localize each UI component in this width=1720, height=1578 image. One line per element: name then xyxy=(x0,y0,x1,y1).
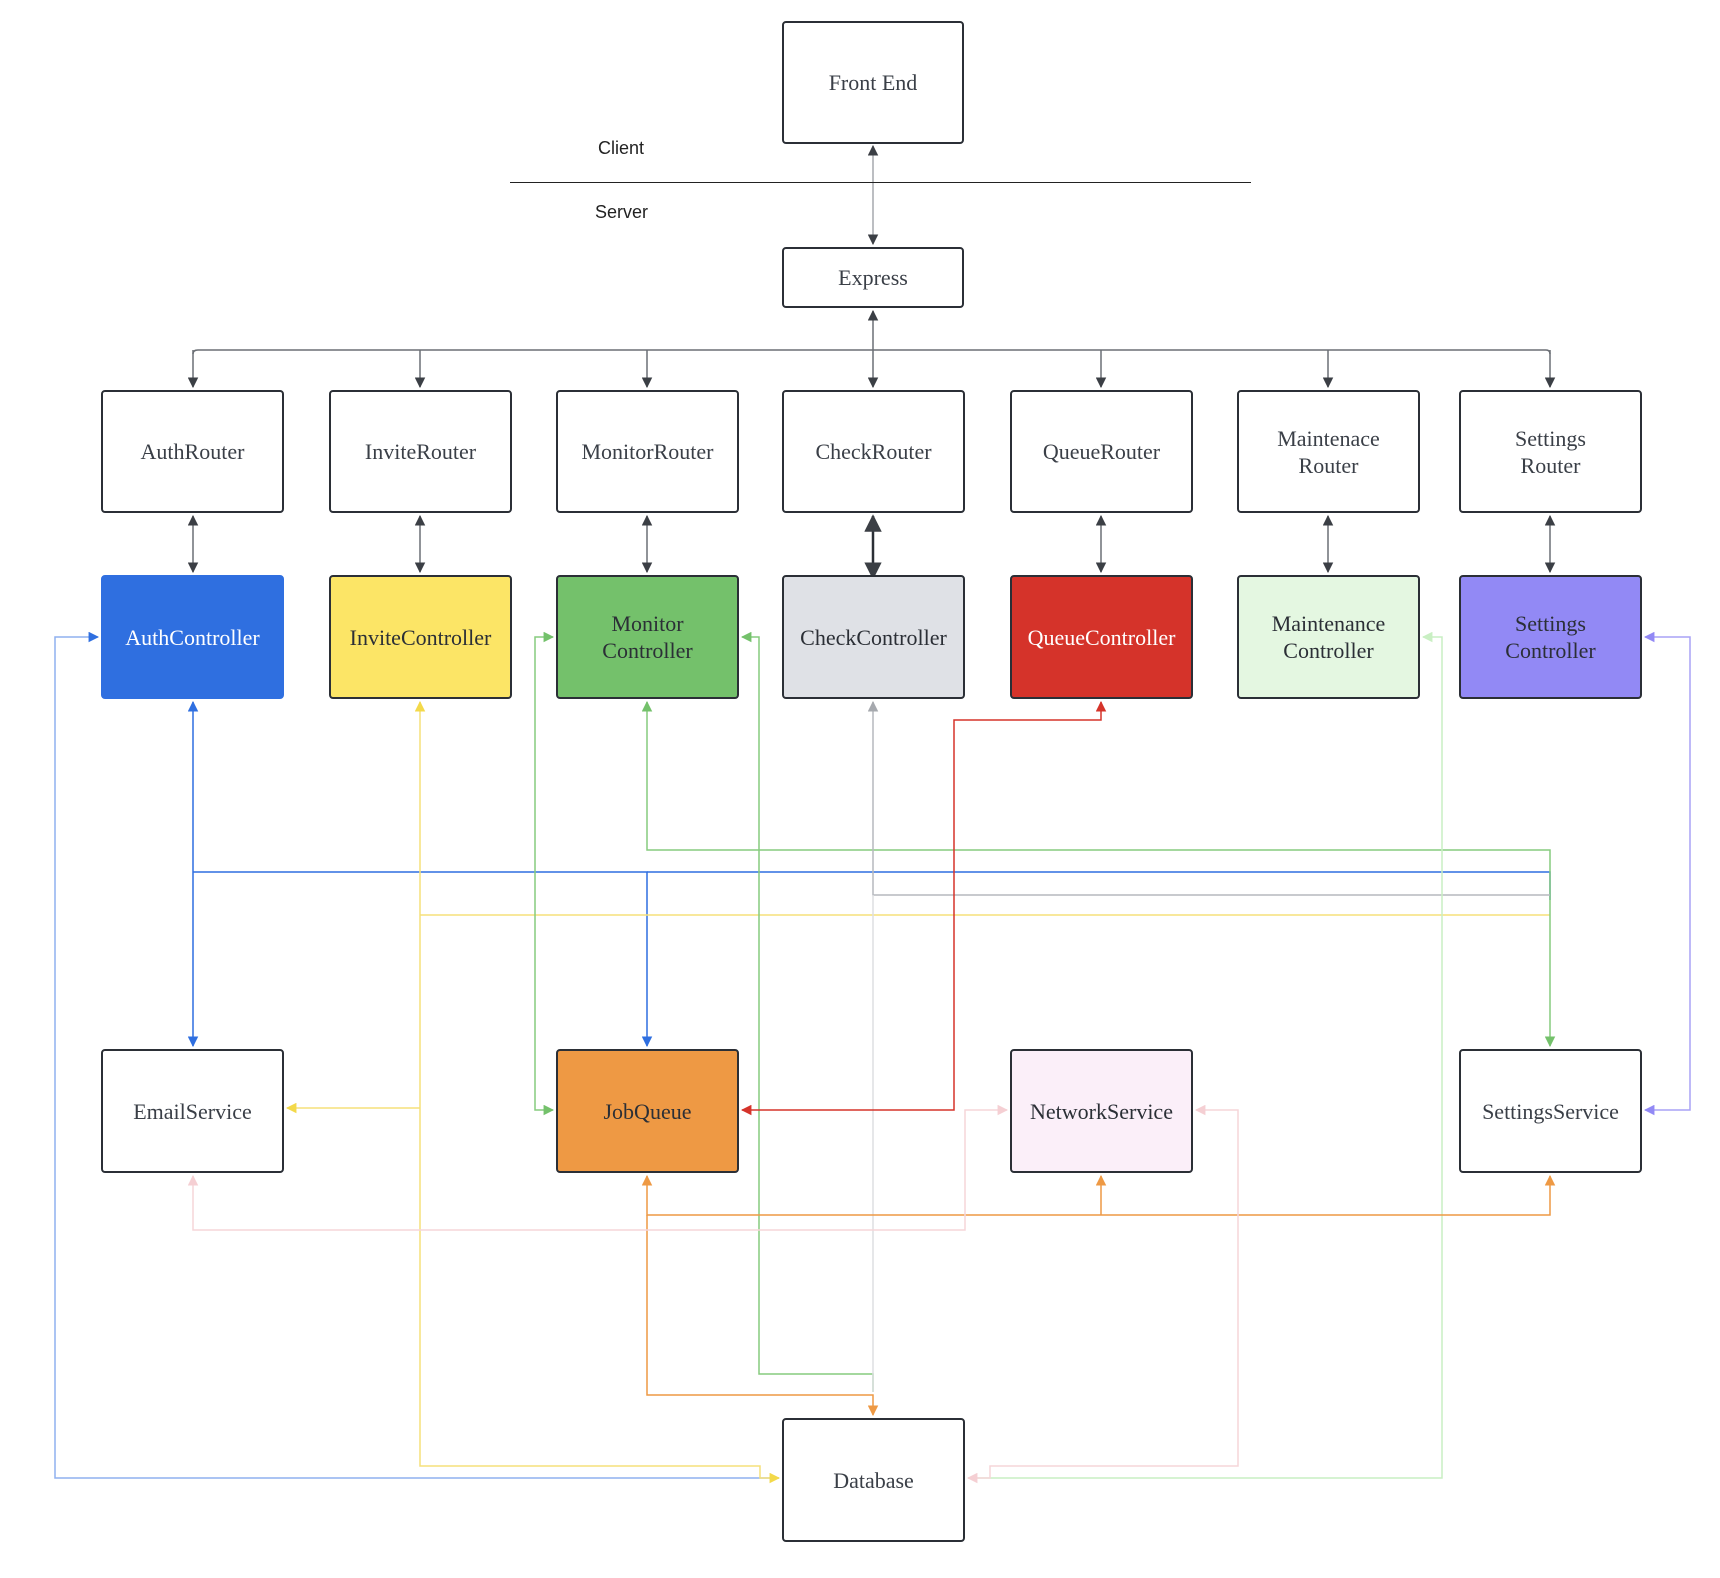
edges-invite xyxy=(285,700,1550,1484)
edges-router-controller xyxy=(187,514,1556,580)
zone-label-client: Client xyxy=(598,138,645,158)
edges-network xyxy=(187,1104,1239,1484)
node-checkcontroller: CheckController xyxy=(782,575,965,699)
node-authcontroller: AuthController xyxy=(101,575,284,699)
node-checkrouter: CheckRouter xyxy=(782,390,965,513)
node-maintenance-router: Maintenace Router xyxy=(1237,390,1420,513)
node-invitecontroller: InviteController xyxy=(329,575,512,699)
edges-jobqueue xyxy=(641,1174,1556,1417)
node-emailservice: EmailService xyxy=(101,1049,284,1173)
edges-check xyxy=(867,700,1550,1392)
edges-express-routers xyxy=(187,309,1556,389)
node-jobqueue: JobQueue xyxy=(556,1049,739,1173)
node-queuerouter: QueueRouter xyxy=(1010,390,1193,513)
node-inviterouter: InviteRouter xyxy=(329,390,512,513)
edges-monitor xyxy=(534,631,1556,1392)
node-networkservice: NetworkService xyxy=(1010,1049,1193,1173)
node-monitorrouter: MonitorRouter xyxy=(556,390,739,513)
node-settings-router: Settings Router xyxy=(1459,390,1642,513)
node-authrouter: AuthRouter xyxy=(101,390,284,513)
node-frontend: Front End xyxy=(782,21,964,144)
zone-label-server: Server xyxy=(595,202,649,222)
node-settingsservice: SettingsService xyxy=(1459,1049,1642,1173)
node-database: Database xyxy=(782,1418,965,1542)
client-server-divider xyxy=(510,182,1251,183)
node-maintenance-controller: Maintenance Controller xyxy=(1237,575,1420,699)
node-monitor-controller: Monitor Controller xyxy=(556,575,739,699)
node-settings-controller: Settings Controller xyxy=(1459,575,1642,699)
edges-settings xyxy=(1643,631,1691,1116)
node-express: Express xyxy=(782,247,964,308)
node-queuecontroller: QueueController xyxy=(1010,575,1193,699)
